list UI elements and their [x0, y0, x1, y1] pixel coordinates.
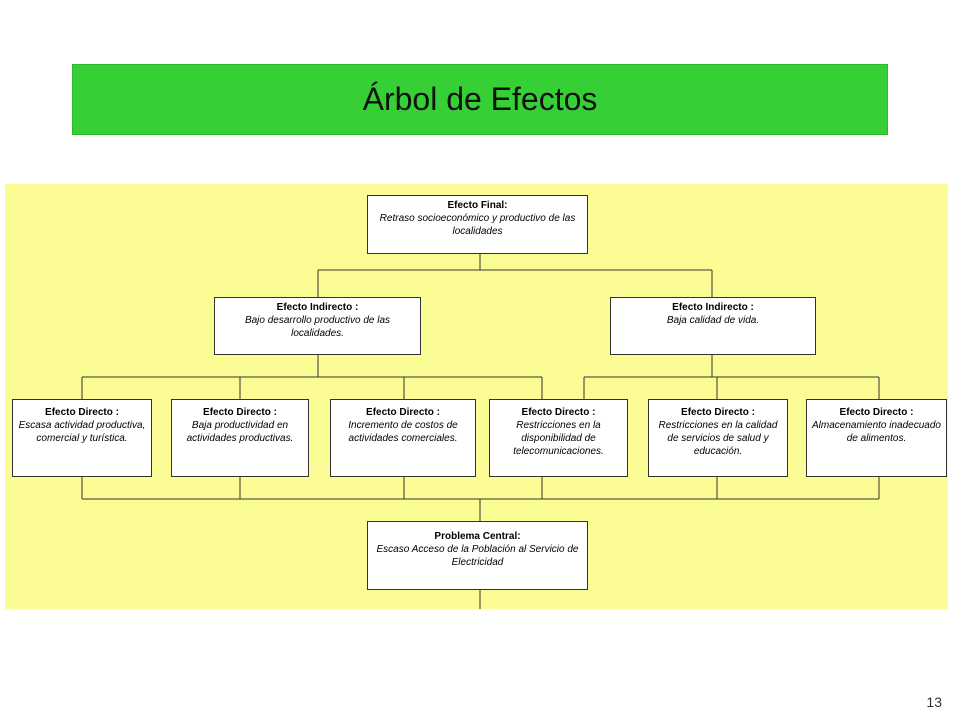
final-effect-box: Efecto Final: Retraso socioeconómico y p…: [367, 195, 588, 254]
node-heading: Efecto Directo :: [366, 407, 440, 418]
node-text: Baja productividad en actividades produc…: [186, 420, 294, 444]
node-heading: Efecto Directo :: [681, 407, 755, 418]
node-heading: Efecto Directo :: [203, 407, 277, 418]
node-text: Restricciones en la disponibilidad de te…: [513, 420, 604, 457]
node-heading: Efecto Indirecto :: [672, 302, 754, 313]
node-heading: Efecto Indirecto :: [276, 302, 359, 313]
node-heading: Efecto Directo :: [45, 407, 119, 418]
node-text: Bajo desarrollo productivo de las locali…: [244, 315, 391, 339]
node-text: Incremento de costos de actividades come…: [348, 420, 458, 444]
node-text: Escasa actividad productiva, comercial y…: [18, 420, 146, 444]
title-banner: Árbol de Efectos: [72, 64, 888, 135]
node-heading: Efecto Directo :: [839, 407, 914, 418]
page-title: Árbol de Efectos: [362, 81, 598, 117]
node-heading: Efecto Directo :: [521, 407, 596, 418]
direct-effect-box-2: Efecto Directo : Baja productividad en a…: [171, 399, 309, 477]
indirect-effect-box-1: Efecto Indirecto : Bajo desarrollo produ…: [214, 297, 421, 355]
central-problem-box: Problema Central: Escaso Acceso de la Po…: [367, 521, 588, 590]
page-number: 13: [926, 694, 942, 710]
node-text: Almacenamiento inadecuado de alimentos.: [812, 420, 941, 444]
indirect-effect-box-2: Efecto Indirecto : Baja calidad de vida.: [610, 297, 816, 355]
node-heading: Problema Central:: [434, 531, 521, 542]
node-text: Escaso Acceso de la Población al Servici…: [376, 544, 579, 568]
direct-effect-box-6: Efecto Directo : Almacenamiento inadecua…: [806, 399, 947, 477]
direct-effect-box-5: Efecto Directo : Restricciones en la cal…: [648, 399, 788, 477]
effects-tree-diagram: Efecto Final: Retraso socioeconómico y p…: [5, 184, 948, 609]
direct-effect-box-4: Efecto Directo : Restricciones en la dis…: [489, 399, 628, 477]
node-heading: Efecto Final:: [447, 200, 508, 211]
connector-lines: [81, 254, 880, 609]
node-text: Baja calidad de vida.: [666, 315, 760, 326]
node-text: Retraso socioeconómico y productivo de l…: [379, 213, 576, 237]
node-text: Restricciones en la calidad de servicios…: [658, 420, 778, 457]
direct-effect-box-1: Efecto Directo : Escasa actividad produc…: [12, 399, 152, 477]
direct-effect-box-3: Efecto Directo : Incremento de costos de…: [330, 399, 476, 477]
